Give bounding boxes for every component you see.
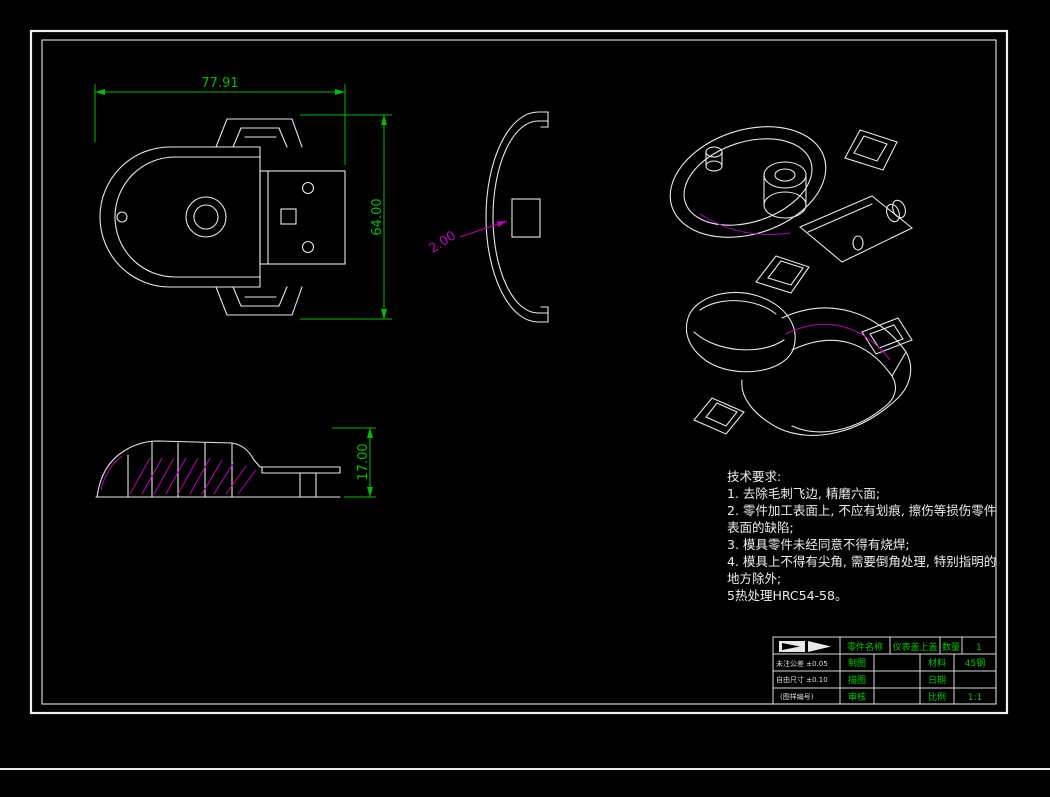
title-block: 零件名称 仪表盖上盖 数量 1 制图 材料 45钢 描图 日期 审核 比例 1:… bbox=[772, 636, 997, 705]
iso-view-bottom bbox=[685, 291, 913, 436]
boss-hole-inner bbox=[193, 204, 219, 230]
tech-line-4b: 地方除外; bbox=[727, 571, 781, 586]
row-traced-label: 描图 bbox=[848, 674, 866, 686]
iso-tangent-edge-2 bbox=[785, 323, 891, 361]
qty-label: 数量 bbox=[942, 641, 960, 653]
sheet-frame bbox=[0, 29, 1050, 770]
iso-extension-plate bbox=[798, 195, 914, 263]
section-view-dimension: 2.00 bbox=[427, 220, 508, 257]
small-hole-left bbox=[116, 211, 128, 223]
iso-dome bbox=[685, 291, 796, 373]
front-view bbox=[99, 118, 346, 316]
square-cutout bbox=[280, 208, 297, 225]
row-drafted-label: 制图 bbox=[848, 657, 866, 669]
boss-hole-outer bbox=[185, 196, 227, 238]
dim-side-height: 17.00 bbox=[356, 443, 371, 480]
dim-front-width: 77.91 bbox=[201, 76, 238, 91]
dim-front-height: 64.00 bbox=[370, 198, 385, 235]
tech-line-1: 1. 去除毛刺飞边, 精磨六面; bbox=[727, 486, 880, 501]
title-block-grid bbox=[772, 636, 997, 705]
front-view-dimensions: 77.91 64.00 bbox=[94, 76, 392, 320]
iso-tab-left bbox=[693, 397, 745, 435]
section-view bbox=[485, 111, 549, 323]
row-scale-value: 1:1 bbox=[968, 693, 982, 703]
part-name-label: 零件名称 bbox=[847, 641, 883, 653]
tech-line-2: 2. 零件加工表面上, 不应有划痕, 擦伤等损伤零件 bbox=[727, 503, 996, 518]
company-logo bbox=[779, 641, 831, 652]
tech-line-5: 5热处理HRC54-58。 bbox=[727, 588, 847, 603]
dim-wall-thickness: 2.00 bbox=[427, 228, 459, 256]
tech-title: 技术要求: bbox=[727, 469, 781, 484]
tolerance-note-1: 未注公差 ±0.05 bbox=[776, 659, 828, 668]
tech-line-2b: 表面的缺陷; bbox=[727, 520, 794, 535]
iso-peg bbox=[705, 146, 723, 172]
row-scale-label: 比例 bbox=[928, 691, 946, 703]
tech-line-4: 4. 模具上不得有尖角, 需要倒角处理, 特别指明的 bbox=[727, 554, 996, 569]
mounting-tab-bottom bbox=[215, 286, 303, 316]
iso-tab-right bbox=[861, 317, 913, 355]
mounting-tab-top bbox=[215, 118, 303, 148]
iso-saddle-band bbox=[741, 307, 912, 436]
drawing-number-note: (图样编号) bbox=[780, 692, 814, 701]
tolerance-note-2: 自由尺寸 ±0.10 bbox=[776, 675, 828, 684]
flange-top bbox=[537, 111, 549, 122]
side-view-hatching bbox=[100, 455, 257, 495]
mount-hole-bottom bbox=[301, 240, 315, 254]
tech-line-3: 3. 模具零件未经同意不得有烧焊; bbox=[727, 537, 910, 552]
mount-hole-top bbox=[301, 181, 315, 195]
row-material-label: 材料 bbox=[928, 657, 946, 669]
iso-small-cylinder bbox=[886, 203, 900, 223]
center-block bbox=[511, 198, 541, 238]
row-material-value: 45钢 bbox=[965, 657, 985, 669]
iso-view-top bbox=[669, 126, 914, 294]
side-view-dimension: 17.00 bbox=[332, 427, 376, 498]
row-date-label: 日期 bbox=[928, 675, 946, 686]
tech-requirements: 技术要求: 1. 去除毛刺飞边, 精磨六面; 2. 零件加工表面上, 不应有划痕… bbox=[727, 469, 996, 603]
flange-bottom bbox=[537, 312, 549, 323]
iso-tangent-edge bbox=[699, 213, 791, 235]
extension-plate bbox=[259, 170, 346, 265]
side-view bbox=[95, 440, 341, 498]
row-checked-label: 审核 bbox=[848, 691, 866, 703]
iso-small-hole bbox=[852, 235, 864, 251]
iso-tab-top bbox=[844, 129, 898, 171]
part-name-value: 仪表盖上盖 bbox=[892, 641, 937, 653]
qty-value: 1 bbox=[976, 643, 982, 653]
side-lug bbox=[299, 472, 317, 498]
iso-boss-cylinder bbox=[763, 161, 807, 219]
iso-tab-bottom bbox=[755, 255, 810, 294]
